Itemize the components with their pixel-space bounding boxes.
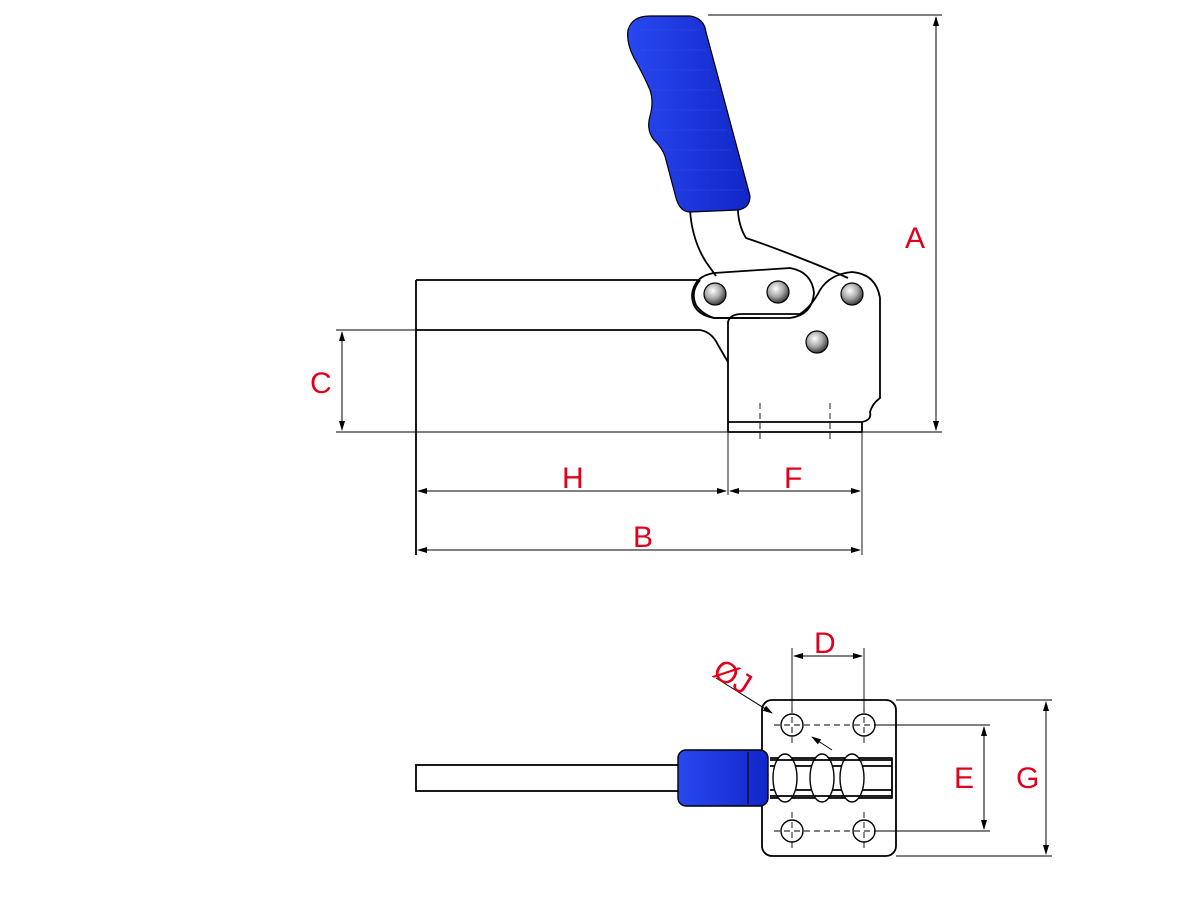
- body-channel-top: [770, 759, 892, 797]
- dim-label-c: C: [310, 367, 332, 400]
- pivot-pin-1: [703, 282, 727, 306]
- pivot-pin-3: [840, 282, 864, 306]
- top-view: D E G ØJ: [415, 627, 1052, 857]
- handle-grip: [627, 15, 751, 213]
- dim-label-j: ØJ: [707, 653, 757, 701]
- dim-label-a: A: [905, 222, 925, 255]
- dim-label-f: F: [784, 462, 802, 495]
- dim-label-d: D: [814, 627, 836, 660]
- dim-label-e: E: [954, 762, 974, 795]
- mount-hole-1: [780, 713, 804, 737]
- link-plate: [691, 267, 815, 319]
- dim-label-h: H: [562, 462, 584, 495]
- grip-texture: [640, 29, 744, 191]
- dim-label-g: G: [1016, 762, 1039, 795]
- hole-centerlines: [774, 707, 882, 849]
- pivot-pin-2: [766, 280, 790, 304]
- side-view: A C H F B: [310, 14, 942, 555]
- handle-grip-top: [677, 749, 769, 807]
- dim-leader-j-out: [811, 736, 833, 751]
- dim-leader-j: [715, 677, 773, 714]
- pin-bosses: [772, 753, 865, 803]
- clamp-body: [727, 271, 881, 433]
- handle-shaft: [689, 195, 849, 279]
- pivot-pin-4: [805, 330, 829, 354]
- arm-link-plate: [692, 279, 760, 319]
- clamp-rod: [415, 764, 685, 792]
- clamp-arm: [415, 279, 729, 555]
- dim-label-b: B: [633, 521, 653, 554]
